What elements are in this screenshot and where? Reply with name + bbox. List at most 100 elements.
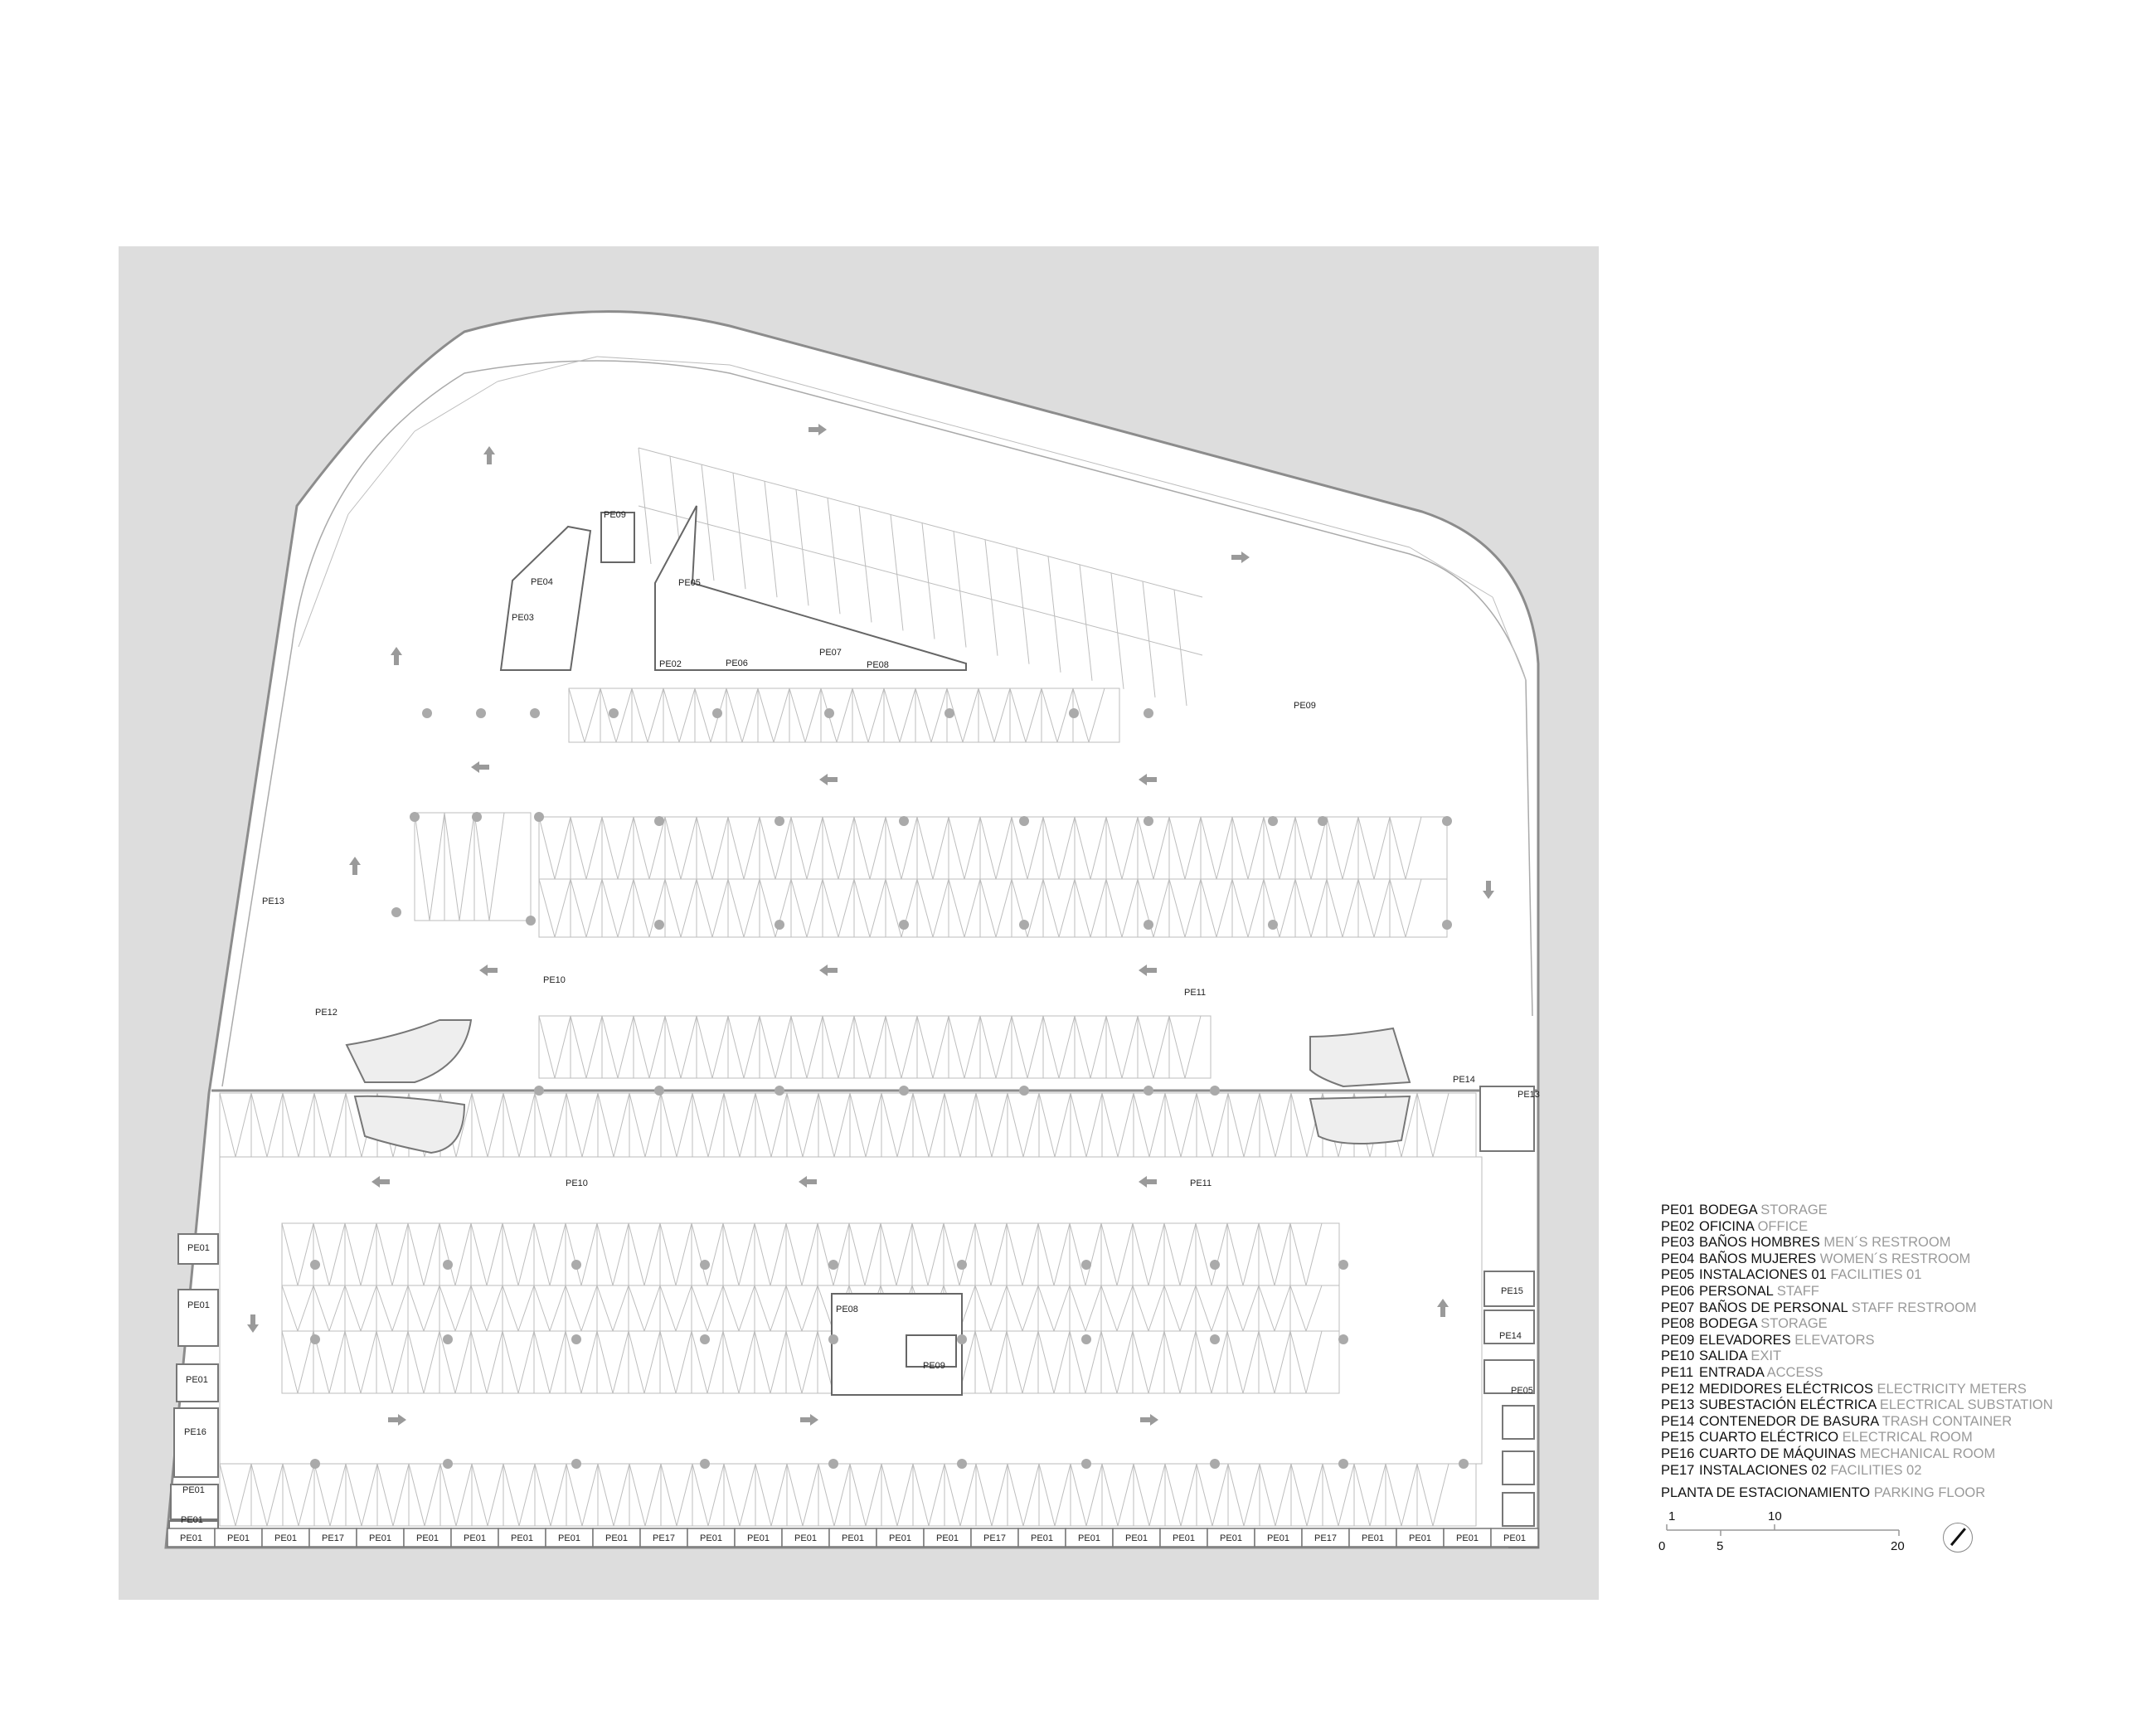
stall-mark: [570, 878, 587, 938]
column: [899, 816, 909, 826]
stall-mark: [1117, 1092, 1134, 1158]
stall-row-edge: [911, 414, 1162, 482]
stall-mark: [696, 1015, 713, 1079]
stall-mark: [596, 1330, 614, 1394]
stall-mark: [439, 1222, 456, 1286]
stall-mark: [1168, 878, 1186, 938]
stall-mark: [1053, 1285, 1071, 1332]
stall-mark: [727, 816, 745, 880]
stall-mark: [676, 1463, 693, 1527]
stall-mark: [806, 816, 823, 880]
stall-mark: [1163, 1222, 1181, 1286]
stall-mark: [1042, 878, 1060, 938]
stall-mark: [991, 1092, 1008, 1158]
stall-mark: [975, 1463, 993, 1527]
stall-mark: [566, 1463, 583, 1527]
legend-label-es: MEDIDORES ELÉCTRICOS: [1699, 1381, 1877, 1397]
stall-mark: [1200, 878, 1217, 938]
legend-label-es: PERSONAL: [1699, 1283, 1777, 1299]
stall-mark: [1054, 1092, 1071, 1158]
legend-code: PE16: [1661, 1446, 1695, 1461]
direction-arrow-icon: [1139, 1176, 1157, 1188]
stall-mark: [901, 816, 918, 880]
column: [1210, 1086, 1220, 1096]
stall-mark: [911, 1222, 929, 1286]
legend-code: PE12: [1661, 1381, 1695, 1397]
stall-mark: [867, 688, 885, 743]
legend-label-es: INSTALACIONES 02: [1699, 1462, 1831, 1478]
stall-mark: [869, 1015, 886, 1079]
stall-mark: [1016, 547, 1030, 664]
stall-mark: [691, 1330, 708, 1394]
stall-mark: [570, 1015, 587, 1079]
column: [700, 1334, 710, 1344]
storage-cell-label: PE01: [1503, 1533, 1526, 1543]
stall-mark: [896, 1463, 914, 1527]
stall-mark: [743, 1015, 760, 1079]
stall-mark: [601, 816, 619, 880]
column: [824, 708, 834, 718]
storage-cell: [1490, 1528, 1539, 1548]
stall-mark: [219, 1092, 236, 1158]
stall-mark: [1132, 1330, 1149, 1394]
stall-mark: [959, 1092, 977, 1158]
stall-mark: [1121, 816, 1139, 880]
stall-mark: [281, 1222, 299, 1286]
stall-mark: [328, 1330, 346, 1394]
stall-mark: [1216, 816, 1233, 880]
column: [899, 920, 909, 930]
stall-mark: [1056, 688, 1074, 743]
stall-mark: [1357, 816, 1375, 880]
direction-arrow-icon: [1139, 774, 1157, 785]
stall-mark: [944, 1092, 961, 1158]
stall-mark: [833, 1222, 850, 1286]
legend-label-es: BAÑOS HOMBRES: [1699, 1235, 1824, 1251]
direction-arrow-icon: [1139, 965, 1157, 976]
storage-cell-label: PE01: [1456, 1533, 1479, 1543]
stall-mark: [1247, 816, 1265, 880]
legend-label-en: STORAGE: [1760, 1203, 1828, 1217]
stall-mark: [1290, 1092, 1308, 1158]
direction-arrow-icon: [371, 1176, 390, 1188]
storage-cell-label: PE01: [889, 1533, 911, 1543]
stall-mark: [1041, 688, 1058, 743]
stall-mark: [785, 1330, 803, 1394]
stall-mark: [1242, 1285, 1260, 1332]
stall-mark: [979, 1015, 997, 1079]
stall-mark: [822, 816, 839, 880]
stall-mark: [1022, 1463, 1040, 1527]
stall-mark: [631, 688, 648, 743]
stall-mark: [1184, 816, 1202, 880]
column: [828, 1459, 838, 1469]
column: [391, 907, 401, 917]
stall-mark: [659, 1330, 677, 1394]
legend-label-en: ELECTRICITY METERS: [1877, 1381, 2027, 1397]
stall-mark: [1042, 816, 1060, 880]
column: [1081, 1260, 1091, 1270]
stall-mark: [518, 1463, 536, 1527]
stall-mark: [1116, 1330, 1134, 1394]
storage-cell-label: PE01: [227, 1533, 250, 1543]
legend-label-en: ELEVATORS: [1794, 1332, 1875, 1348]
stall-mark: [773, 688, 790, 743]
stall-mark: [1090, 1015, 1107, 1079]
stall-mark: [550, 1092, 567, 1158]
stall-mark: [1142, 581, 1156, 697]
stall-mark: [1116, 1285, 1134, 1332]
stall-mark: [660, 1463, 677, 1527]
stall-mark: [601, 878, 619, 938]
stall-mark: [549, 1285, 566, 1332]
stall-mark: [1274, 1285, 1291, 1332]
stall-mark: [660, 1092, 677, 1158]
label-pe07: PE07: [819, 648, 842, 658]
stall-mark: [328, 1222, 346, 1286]
stall-mark: [896, 1092, 914, 1158]
stall-mark: [361, 1463, 378, 1527]
column: [775, 920, 784, 930]
stall-mark: [738, 1285, 755, 1332]
stall-mark: [865, 1092, 882, 1158]
stall-mark: [470, 1285, 488, 1332]
column: [775, 816, 784, 826]
